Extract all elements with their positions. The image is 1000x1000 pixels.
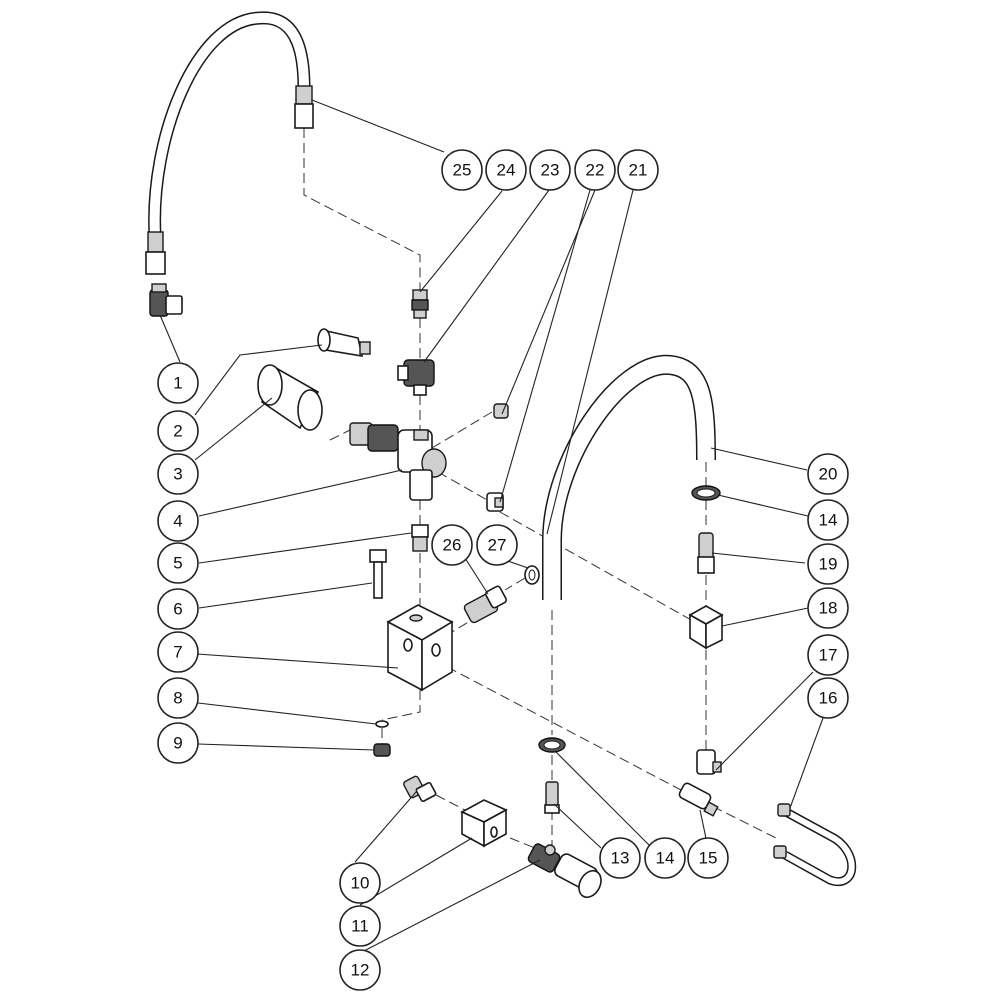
callout-9: 9 [157, 722, 199, 764]
filter-cartridge [317, 328, 371, 357]
ball-valve [527, 843, 602, 899]
callout-label: 3 [173, 465, 182, 484]
callout-label: 25 [453, 161, 472, 180]
callout-label: 26 [443, 536, 462, 555]
callout-label: 14 [819, 511, 838, 530]
callout-11: 11 [339, 905, 381, 947]
manifold-block [386, 604, 454, 692]
callout-label: 27 [488, 536, 507, 555]
nut [373, 743, 391, 757]
small-nut [486, 492, 504, 512]
callout-label: 22 [586, 161, 605, 180]
callout-label: 5 [173, 554, 182, 573]
callout-27: 27 [476, 524, 518, 566]
callout-label: 7 [173, 643, 182, 662]
hose-clamp-lower [538, 737, 566, 753]
assembly-axes [303, 128, 781, 851]
callout-8: 8 [157, 677, 199, 719]
callout-17: 17 [807, 634, 849, 676]
callout-16: 16 [807, 677, 849, 719]
tube-sleeve [257, 364, 323, 431]
callout-label: 1 [173, 374, 182, 393]
valve-body [349, 422, 447, 501]
plug [493, 403, 509, 419]
callout-13: 13 [599, 837, 641, 879]
bent-tube [542, 354, 716, 600]
callout-14-upper: 14 [807, 499, 849, 541]
barb-fitting [697, 532, 715, 574]
callout-label: 8 [173, 689, 182, 708]
quick-connector [463, 585, 508, 624]
callout-15: 15 [687, 837, 729, 879]
callout-3: 3 [157, 453, 199, 495]
callout-5: 5 [157, 542, 199, 584]
tee-fitting [397, 359, 435, 396]
u-tube [773, 803, 857, 887]
hose-assembly [145, 11, 314, 275]
callout-24: 24 [485, 149, 527, 191]
callout-label: 20 [819, 465, 838, 484]
elbow-small [696, 749, 722, 775]
hex-nipple [411, 289, 429, 319]
callout-14-lower: 14 [644, 837, 686, 879]
elbow-fitting [149, 283, 183, 317]
callout-label: 13 [611, 849, 630, 868]
callout-26: 26 [431, 524, 473, 566]
barb [544, 781, 560, 814]
callout-label: 14 [656, 849, 675, 868]
washer [375, 720, 389, 728]
nipple [411, 524, 429, 552]
callout-23: 23 [529, 149, 571, 191]
leader-lines [159, 99, 824, 953]
callout-7: 7 [157, 631, 199, 673]
o-ring [524, 565, 540, 585]
callout-label: 6 [173, 600, 182, 619]
callout-label: 12 [351, 961, 370, 980]
callout-label: 21 [629, 161, 648, 180]
callout-2: 2 [157, 410, 199, 452]
callout-12: 12 [339, 949, 381, 991]
callout-label: 9 [173, 734, 182, 753]
callout-6: 6 [157, 588, 199, 630]
callout-label: 16 [819, 689, 838, 708]
callout-21: 21 [617, 149, 659, 191]
callout-label: 19 [819, 555, 838, 574]
callout-25: 25 [441, 149, 483, 191]
inline-filter [678, 782, 719, 817]
connector [403, 775, 437, 803]
callout-label: 2 [173, 422, 182, 441]
callout-label: 15 [699, 849, 718, 868]
callout-label: 17 [819, 646, 838, 665]
callout-4: 4 [157, 500, 199, 542]
callout-1: 1 [157, 362, 199, 404]
adapter-block [460, 799, 508, 848]
callout-10: 10 [339, 862, 381, 904]
callout-18: 18 [807, 587, 849, 629]
callout-label: 18 [819, 599, 838, 618]
callout-label: 23 [541, 161, 560, 180]
bolt [369, 549, 387, 599]
hose-clamp-upper [691, 485, 721, 501]
callout-label: 4 [173, 512, 182, 531]
callout-label: 10 [351, 874, 370, 893]
callout-label: 24 [497, 161, 516, 180]
callout-22: 22 [574, 149, 616, 191]
callout-20: 20 [807, 453, 849, 495]
tee-block [688, 605, 724, 650]
callout-19: 19 [807, 543, 849, 585]
callout-label: 11 [351, 917, 369, 936]
